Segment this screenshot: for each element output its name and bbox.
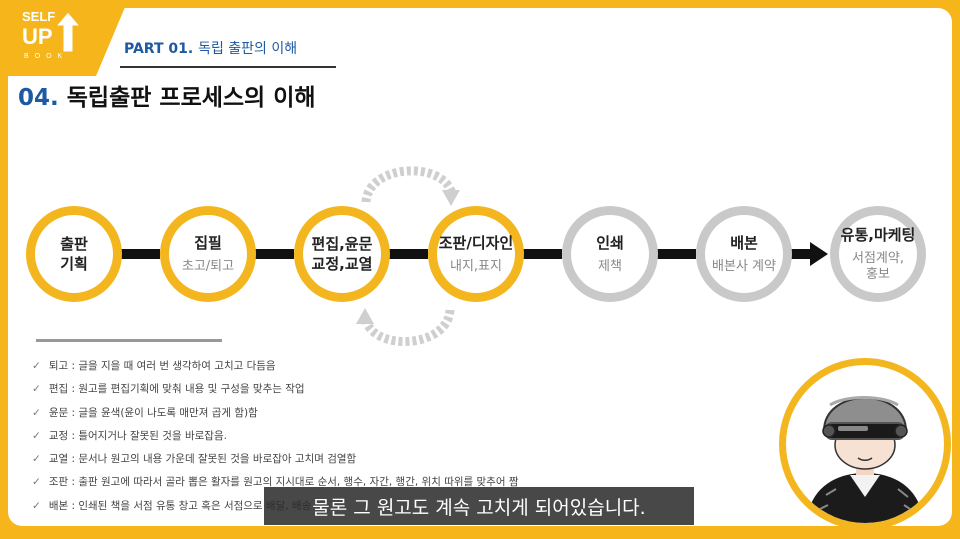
check-icon: ✓ xyxy=(32,499,41,512)
connector-3 xyxy=(386,249,428,259)
logo-book-text: BOOK xyxy=(24,53,69,60)
step-circle-marketing: 유통,마케팅 서점계약, 홍보 xyxy=(830,206,926,302)
step-title: 집필 xyxy=(194,234,222,252)
check-icon: ✓ xyxy=(32,429,41,442)
part-heading: PART 01. 독립 출판의 이해 xyxy=(124,38,297,58)
step-circle-planning: 출판 기획 xyxy=(26,206,122,302)
check-icon: ✓ xyxy=(32,476,41,489)
step-sub: 초고/퇴고 xyxy=(181,259,235,274)
step-circle-writing: 집필 초고/퇴고 xyxy=(160,206,256,302)
definition-list: ✓ 퇴고 : 글을 지을 때 여러 번 생각하여 고치고 다듬음 ✓ 편집 : 원고… xyxy=(32,358,519,521)
step-title: 편집,윤문 교정,교열 xyxy=(311,235,373,273)
note-text: 교열 : 문서나 원고의 내용 가운데 잘못된 것을 바로잡아 고치며 검열함 xyxy=(48,453,357,466)
step-circle-printing: 인쇄 제책 xyxy=(562,206,658,302)
logo-up-text: UP xyxy=(22,24,53,49)
step-title: 배본 xyxy=(730,234,758,252)
step-circle-distribution: 배본 배본사 계약 xyxy=(696,206,792,302)
check-icon: ✓ xyxy=(32,360,41,372)
video-caption: 물론 그 원고도 계속 고치게 되어있습니다. xyxy=(264,487,694,525)
list-item: ✓ 편집 : 원고를 편집기획에 맞춰 내용 및 구성을 맞추는 작업 xyxy=(32,381,519,404)
page-title: 04. 독립출판 프로세스의 이해 xyxy=(18,78,316,112)
notes-divider xyxy=(36,339,222,342)
step-circle-design: 조판/디자인 내지,표지 xyxy=(428,206,524,302)
title-text: 독립출판 프로세스의 이해 xyxy=(66,85,316,111)
check-icon: ✓ xyxy=(32,406,41,419)
title-number: 04. xyxy=(18,85,59,111)
note-text: 윤문 : 글을 윤색(윤이 나도록 매만져 곱게 함)함 xyxy=(48,406,258,419)
loop-arrow-top-icon xyxy=(361,166,460,206)
step-circle-editing: 편집,윤문 교정,교열 xyxy=(294,206,390,302)
logo-self-text: SELF xyxy=(22,9,56,24)
step-title: 조판/디자인 xyxy=(438,234,514,252)
list-item: ✓ 윤문 : 글을 윤색(윤이 나도록 매만져 곱게 함)함 xyxy=(32,405,519,428)
brand-logo: SELF UP BOOK xyxy=(0,0,128,76)
check-icon: ✓ xyxy=(32,383,41,396)
list-item: ✓ 배본 : 인쇄된 책을 서점 유통 창고 혹은 서점으로 배달, 배송 xyxy=(32,498,519,521)
part-label: PART 01. xyxy=(124,41,194,57)
step-title: 출판 기획 xyxy=(60,235,88,273)
part-title: 독립 출판의 이해 xyxy=(198,41,298,57)
note-text: 퇴고 : 글을 지을 때 여러 번 생각하여 고치고 다듬음 xyxy=(48,360,276,372)
step-sub: 서점계약, 홍보 xyxy=(852,251,904,282)
step-sub: 내지,표지 xyxy=(450,259,502,274)
part-underline xyxy=(120,66,336,68)
step-title: 유통,마케팅 xyxy=(840,226,916,244)
presenter-avatar xyxy=(779,358,951,530)
step-title: 인쇄 xyxy=(596,234,624,252)
arrow-right-icon xyxy=(810,242,828,266)
step-sub: 배본사 계약 xyxy=(712,259,776,274)
note-text: 편집 : 원고를 편집기획에 맞춰 내용 및 구성을 맞추는 작업 xyxy=(48,383,305,396)
helmet-character-icon xyxy=(806,396,924,523)
connector-2 xyxy=(252,249,294,259)
list-item: ✓ 교정 : 틀어지거나 잘못된 것을 바로잡음. xyxy=(32,428,519,451)
connector-4 xyxy=(520,249,562,259)
check-icon: ✓ xyxy=(32,453,41,466)
note-text: 교정 : 틀어지거나 잘못된 것을 바로잡음. xyxy=(48,429,227,442)
loop-arrow-bottom-icon xyxy=(356,308,455,346)
note-text: 배본 : 인쇄된 책을 서점 유통 창고 혹은 서점으로 배달, 배송 xyxy=(48,499,312,512)
connector-5 xyxy=(654,249,696,259)
arrow-up-icon xyxy=(54,11,82,53)
list-item: ✓ 퇴고 : 글을 지을 때 여러 번 생각하여 고치고 다듬음 xyxy=(32,358,519,381)
note-text: 조판 : 출판 원고에 따라서 골라 뽑은 활자를 원고의 지시대로 순서, 행… xyxy=(48,476,519,489)
connector-1 xyxy=(118,249,160,259)
step-sub: 제책 xyxy=(598,259,622,274)
list-item: ✓ 교열 : 문서나 원고의 내용 가운데 잘못된 것을 바로잡아 고치며 검열함 xyxy=(32,451,519,474)
connector-6 xyxy=(788,249,816,259)
list-item: ✓ 조판 : 출판 원고에 따라서 골라 뽑은 활자를 원고의 지시대로 순서, … xyxy=(32,474,519,497)
